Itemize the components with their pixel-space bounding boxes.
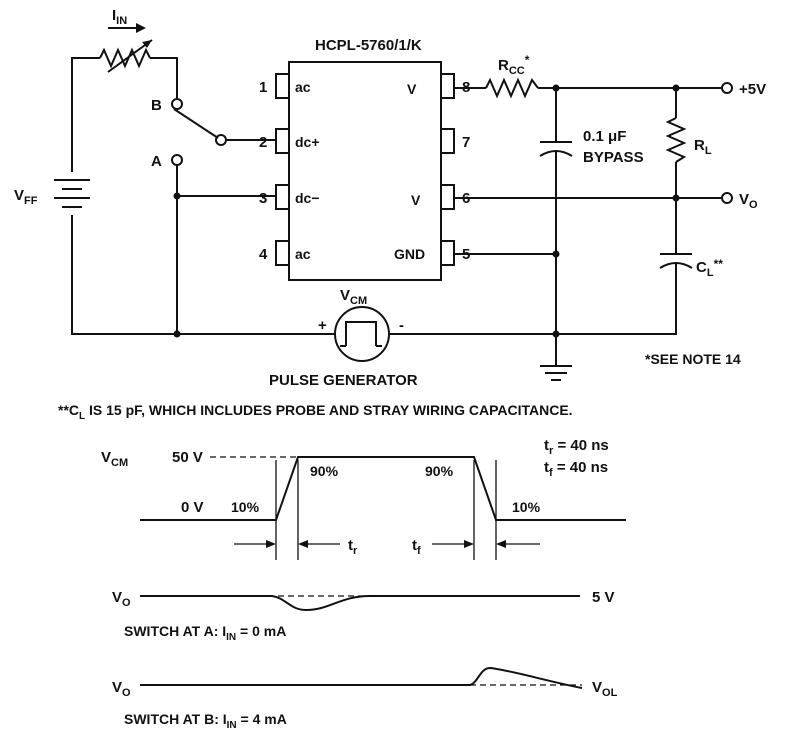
vff-label: VFF xyxy=(14,187,38,207)
plus5v-terminal xyxy=(721,82,733,94)
switch-contact-a xyxy=(171,154,183,166)
tf-spec-label: tf = 40 ns xyxy=(544,459,608,479)
see-note-label: *SEE NOTE 14 xyxy=(645,351,741,367)
pulse-minus-sign: - xyxy=(399,317,404,334)
level-0v-label: 0 V xyxy=(181,499,204,516)
rcc-label: RCC* xyxy=(498,53,530,77)
switch-blade xyxy=(173,108,219,139)
pulse-plus-sign: + xyxy=(318,317,327,334)
tr-spec-label: tr = 40 ns xyxy=(544,437,609,457)
switch-b-caption: SWITCH AT B: IIN = 4 mA xyxy=(124,711,287,731)
pin-6-tab xyxy=(440,184,455,210)
pin-5-tab xyxy=(440,240,455,266)
switch-contact-b xyxy=(171,98,183,110)
vo-a-value: 5 V xyxy=(592,589,615,606)
vo-output-label: VO xyxy=(739,191,758,211)
pin-4-label: ac xyxy=(295,246,311,262)
pin-3-label: dc− xyxy=(295,190,320,206)
level-50v-label: 50 V xyxy=(172,449,203,466)
vo-b-label: VO xyxy=(112,679,131,699)
pin-6-label: V xyxy=(411,192,421,208)
ground-icon xyxy=(540,365,572,381)
pin-4-tab xyxy=(275,240,290,266)
battery-vff xyxy=(54,179,90,208)
pin-1-number: 1 xyxy=(259,79,267,96)
vcm-waveform xyxy=(140,456,626,560)
bypass-cap-value: 0.1 μF xyxy=(583,128,626,145)
vcm-trace xyxy=(140,456,626,521)
rise-10pct-label: 10% xyxy=(231,499,260,515)
iin-label: IIN xyxy=(112,7,127,27)
input-wiring xyxy=(54,39,335,338)
resistor-rl xyxy=(665,117,687,163)
pin-1-label: ac xyxy=(295,79,311,95)
pin-8-tab xyxy=(440,73,455,99)
resistor-rcc xyxy=(485,77,539,99)
vo-a-trace xyxy=(140,595,580,612)
pin-2-number: 2 xyxy=(259,134,267,151)
ic-part-number: HCPL-5760/1/K xyxy=(315,37,422,54)
pulse-generator xyxy=(334,306,556,362)
plus5v-label: +5V xyxy=(739,81,766,98)
vcm-source-label: VCM xyxy=(340,287,367,307)
output-wiring xyxy=(454,77,733,381)
rise-90pct-label: 90% xyxy=(310,463,339,479)
cl-label: CL** xyxy=(696,257,723,279)
pin-2-label: dc+ xyxy=(295,134,320,150)
vcm-wave-label: VCM xyxy=(101,449,128,469)
fall-10pct-label: 10% xyxy=(512,499,541,515)
vo-waveform-b xyxy=(140,666,583,689)
pin-5-label: GND xyxy=(394,246,425,262)
variable-resistor xyxy=(99,47,151,69)
switch-b-label: B xyxy=(151,97,162,114)
tf-interval-label: tf xyxy=(412,537,421,557)
fall-90pct-label: 90% xyxy=(425,463,454,479)
ic-package: HCPL-5760/1/K 1 2 3 4 8 7 6 5 ac dc+ dc−… xyxy=(259,37,470,281)
bypass-cap-label: BYPASS xyxy=(583,149,644,166)
vol-label: VOL xyxy=(592,679,618,699)
pin-2-tab xyxy=(275,128,290,154)
switch-a-label: A xyxy=(151,153,162,170)
pulse-generator-label: PULSE GENERATOR xyxy=(269,372,418,389)
rl-label: RL xyxy=(694,137,712,157)
pin-4-number: 4 xyxy=(259,246,268,263)
pin-3-tab xyxy=(275,184,290,210)
vo-terminal xyxy=(721,192,733,204)
vo-waveform-a xyxy=(140,595,580,612)
pin-3-number: 3 xyxy=(259,190,267,207)
pin-8-label: V xyxy=(407,81,417,97)
pin-7-number: 7 xyxy=(462,134,470,151)
tr-interval-label: tr xyxy=(348,537,358,557)
capacitance-footnote: **CL IS 15 pF, WHICH INCLUDES PROBE AND … xyxy=(58,402,573,422)
vo-b-trace xyxy=(140,666,583,689)
ic-body xyxy=(288,61,442,281)
switch-a-caption: SWITCH AT A: IIN = 0 mA xyxy=(124,623,286,643)
pin-7-tab xyxy=(440,128,455,154)
pin-1-tab xyxy=(275,73,290,99)
vo-a-label: VO xyxy=(112,589,131,609)
